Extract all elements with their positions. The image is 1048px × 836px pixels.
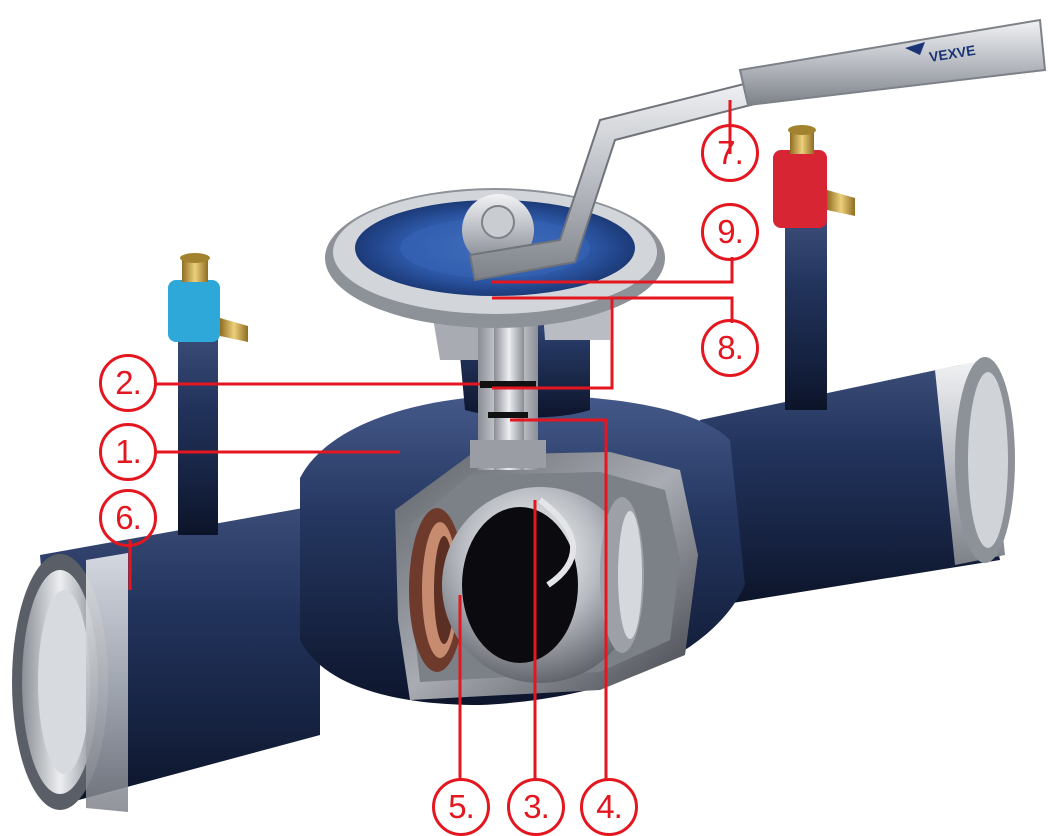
inlet-port bbox=[168, 253, 248, 535]
left-pipe-end bbox=[12, 553, 128, 812]
callout-7: 7. bbox=[701, 124, 759, 182]
leader-line-9 bbox=[492, 257, 734, 284]
outlet-port bbox=[773, 125, 855, 410]
callout-9: 9. bbox=[701, 203, 759, 261]
leader-lines bbox=[128, 100, 734, 780]
leader-line-4 bbox=[510, 418, 608, 780]
callout-8: 8. bbox=[701, 319, 759, 377]
right-pipe-end bbox=[935, 357, 1015, 565]
callout-3: 3. bbox=[507, 778, 565, 836]
leader-line-8a bbox=[492, 296, 734, 323]
callout-6: 6. bbox=[99, 489, 157, 547]
callout-2: 2. bbox=[99, 354, 157, 412]
valve-ball bbox=[442, 487, 644, 683]
leader-line-8b bbox=[492, 298, 614, 390]
callout-5: 5. bbox=[432, 778, 490, 836]
handle-logo-text: VEXVE bbox=[928, 42, 977, 65]
callout-4: 4. bbox=[580, 778, 638, 836]
valve-handle: VEXVE bbox=[468, 18, 1047, 282]
callout-1: 1. bbox=[99, 423, 157, 481]
